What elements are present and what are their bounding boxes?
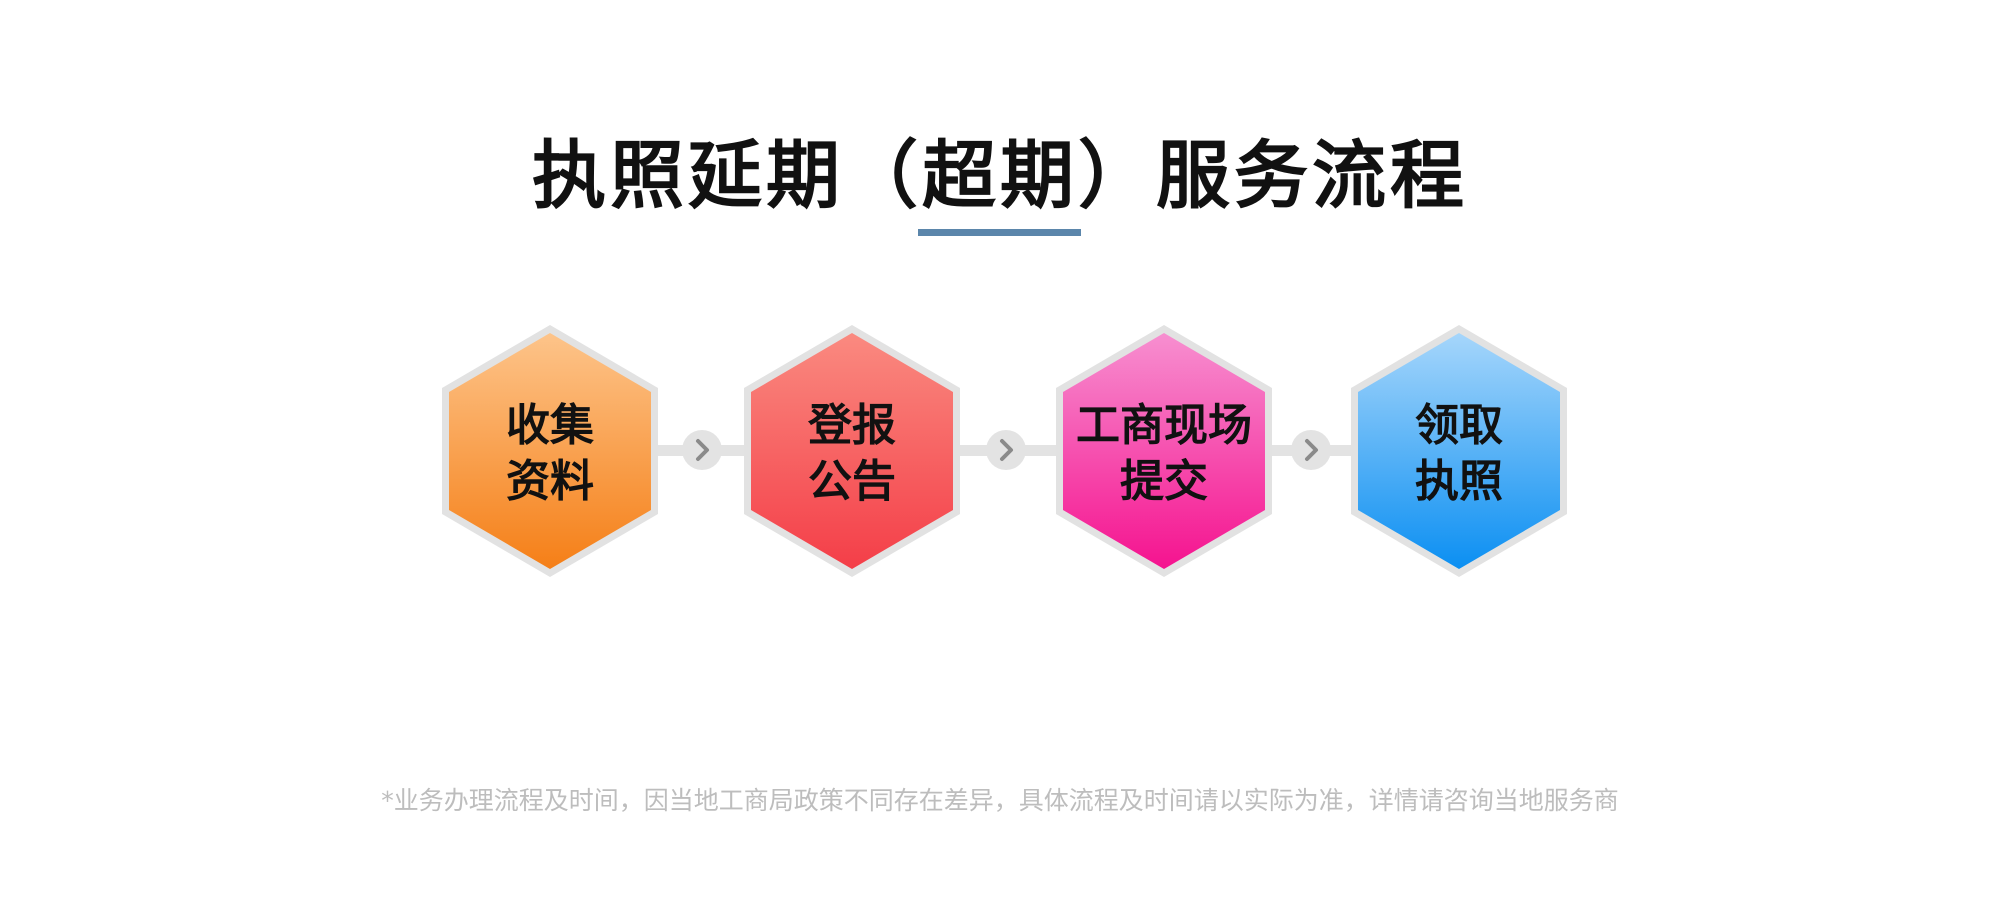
- step-label-2: 登报 公告: [737, 398, 967, 510]
- step-label-line: 资料: [506, 456, 594, 507]
- step-label-line: 登报: [808, 400, 896, 451]
- step-label-line: 执照: [1415, 456, 1503, 507]
- step-hexagon-4: [1351, 325, 1567, 577]
- chevron-right-icon: [1291, 430, 1331, 470]
- step-label-line: 领取: [1415, 400, 1503, 451]
- page-title: 执照延期（超期）服务流程: [532, 133, 1468, 219]
- step-label-line: 公告: [808, 456, 896, 507]
- step-label-1: 收集 资料: [435, 398, 665, 510]
- step-label-4: 领取 执照: [1344, 398, 1574, 510]
- step-label-line: 提交: [1120, 456, 1208, 507]
- step-hexagon-2: [744, 325, 960, 577]
- footnote: *业务办理流程及时间，因当地工商局政策不同存在差异，具体流程及时间请以实际为准，…: [381, 786, 1619, 815]
- title-underline: [918, 229, 1081, 236]
- step-hexagon-1: [442, 325, 658, 577]
- step-hexagon-3: [1056, 325, 1272, 577]
- step-label-line: 收集: [506, 400, 594, 451]
- step-label-3: 工商现场 提交: [1049, 398, 1279, 510]
- step-label-line: 工商现场: [1076, 400, 1252, 451]
- chevron-right-icon: [682, 430, 722, 470]
- chevron-right-icon: [986, 430, 1026, 470]
